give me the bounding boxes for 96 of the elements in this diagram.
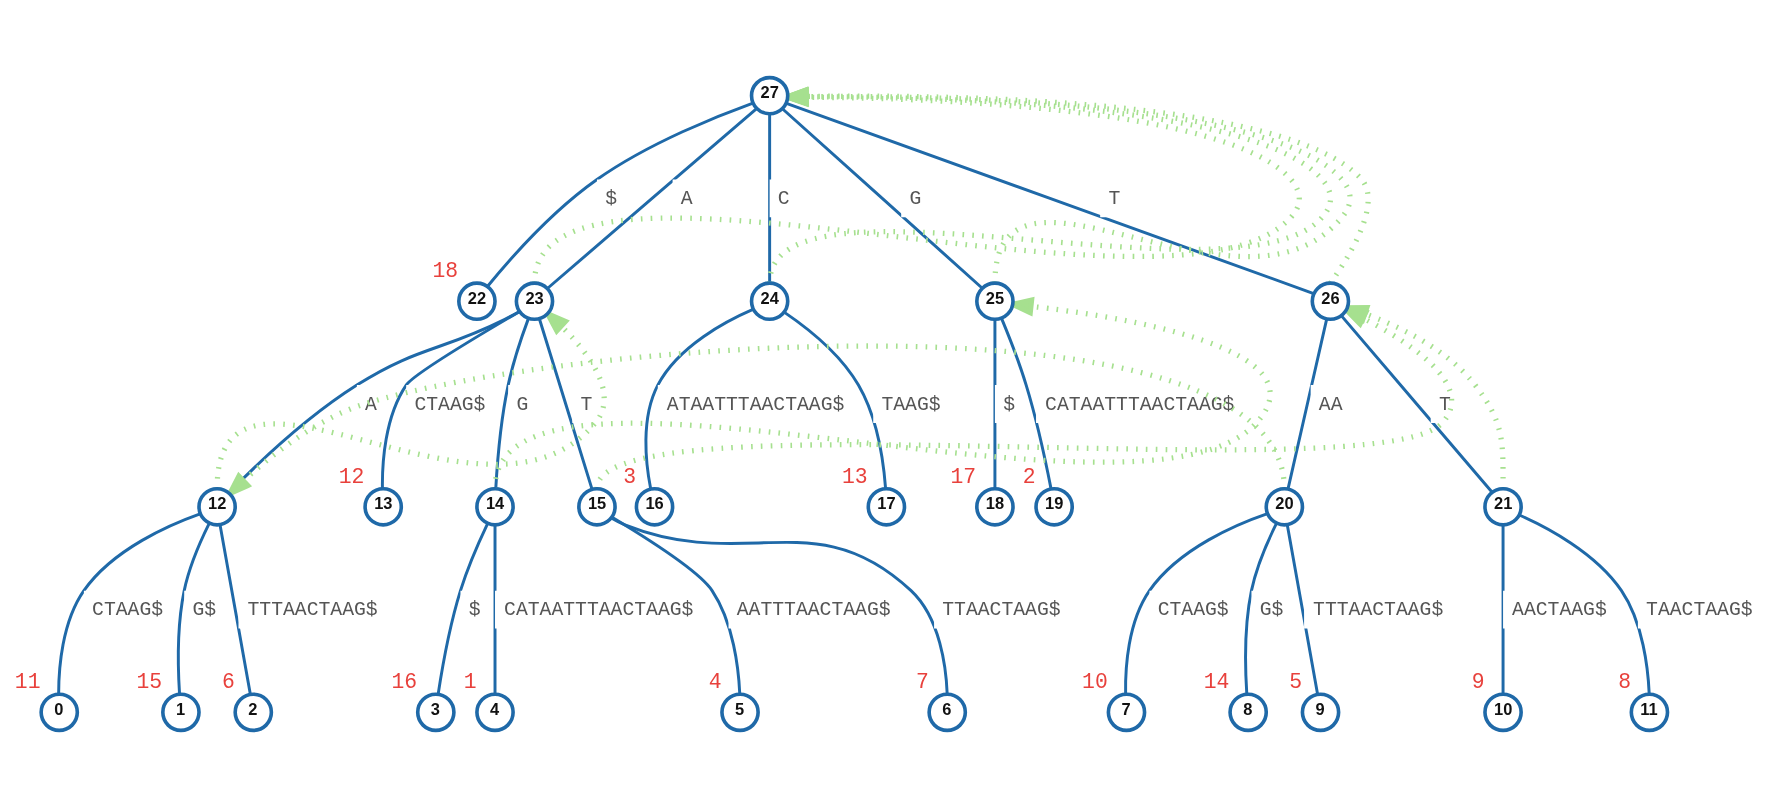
edge-label: TTTAACTAAG$ xyxy=(1313,598,1444,621)
node-label: 18 xyxy=(432,258,459,283)
edge-label: G$ xyxy=(192,598,217,621)
connector xyxy=(1244,522,1278,694)
connector xyxy=(57,512,201,694)
node-circle: 3 xyxy=(415,691,456,732)
edge-label: T xyxy=(580,393,593,416)
edge-label: T xyxy=(1108,187,1121,210)
edge-label: TAAG$ xyxy=(881,393,941,416)
node-circle: 4 xyxy=(475,691,515,732)
node-label: 17 xyxy=(950,464,977,489)
arrow xyxy=(492,296,1272,490)
node-circle: 1 xyxy=(161,691,201,732)
connector xyxy=(546,107,758,289)
edge-label: C xyxy=(777,187,790,210)
edge-label: TTAACTAAG$ xyxy=(942,598,1061,621)
node-label: 6 xyxy=(222,669,235,694)
connector xyxy=(1519,513,1651,694)
connector xyxy=(380,309,521,488)
node-label: 11 xyxy=(14,669,41,694)
edge-label: $ xyxy=(605,187,618,210)
edge-label: CATAATTTAACTAAG$ xyxy=(1045,393,1235,416)
node-label: 13 xyxy=(841,464,868,489)
node-circle: 10 xyxy=(1483,691,1523,732)
node-circle: 13 xyxy=(363,486,404,527)
node-circle: 25 xyxy=(975,280,1015,321)
node-label: 7 xyxy=(915,669,929,694)
node-circle: 2 xyxy=(233,691,274,732)
connector xyxy=(783,310,888,489)
connector xyxy=(493,524,497,694)
node-label: 5 xyxy=(1289,669,1303,694)
edge-label: $ xyxy=(1003,393,1015,416)
edge-label: CTAAG$ xyxy=(92,598,164,621)
connector xyxy=(176,522,211,694)
node-circle: 21 xyxy=(1483,486,1523,527)
node-circle: 12 xyxy=(197,486,237,527)
edge-label: $ xyxy=(468,598,481,621)
edge-label: ATAATTTAACTAAG$ xyxy=(666,393,845,416)
edge-label: AATTTAACTAAG$ xyxy=(736,598,891,621)
node-label: 3 xyxy=(623,464,637,489)
edge-label: G xyxy=(516,393,529,416)
node-circle: 24 xyxy=(749,280,790,321)
edge-label: AACTAAG$ xyxy=(1512,598,1607,621)
edge-label: TTTAACTAAG$ xyxy=(247,598,378,621)
edge-label: TAACTAAG$ xyxy=(1646,598,1753,621)
node-circle: 22 xyxy=(457,280,497,321)
node-circle: 18 xyxy=(975,486,1015,527)
connector xyxy=(768,113,772,283)
node-circle: 17 xyxy=(866,486,907,527)
node-label: 9 xyxy=(1471,669,1485,694)
edge-label: A xyxy=(365,393,377,416)
node-label: 4 xyxy=(708,669,722,694)
node-circle: 15 xyxy=(577,486,617,527)
edge-label: AA xyxy=(1318,393,1343,416)
connector xyxy=(218,524,252,695)
connector xyxy=(1286,318,1329,489)
connector xyxy=(993,318,997,488)
node-circle: 0 xyxy=(39,691,80,732)
node-circle: 26 xyxy=(1310,280,1351,321)
node-circle: 5 xyxy=(720,691,760,732)
edge-label: CTAAG$ xyxy=(414,393,486,416)
node-circle: 19 xyxy=(1034,486,1074,527)
node-circle: 27 xyxy=(749,75,790,116)
connector xyxy=(610,516,949,694)
connector xyxy=(486,101,754,287)
connector xyxy=(494,317,530,489)
node-circle: 9 xyxy=(1300,691,1341,732)
node-circle: 11 xyxy=(1629,691,1670,732)
connector xyxy=(436,522,489,694)
node-circle: 20 xyxy=(1264,486,1305,527)
node-circle: 6 xyxy=(927,691,968,732)
node-circle: 7 xyxy=(1106,691,1147,732)
connector xyxy=(1000,317,1053,489)
edge-label: T xyxy=(1438,393,1451,416)
node-label: 2 xyxy=(1022,464,1036,489)
node-label: 8 xyxy=(1618,669,1631,694)
node-label: 10 xyxy=(1082,669,1108,694)
connector xyxy=(537,317,594,490)
node-label: 16 xyxy=(391,669,418,694)
node-circle: 23 xyxy=(514,280,555,321)
edge-label: CTAAG$ xyxy=(1157,598,1229,621)
connector xyxy=(1501,524,1505,694)
edge-label: G xyxy=(909,187,922,210)
node-label: 14 xyxy=(1203,669,1230,694)
connector xyxy=(781,107,984,289)
connector xyxy=(1285,524,1320,695)
edge-label: G$ xyxy=(1259,598,1284,621)
edge-label: CATAATTTAACTAAG$ xyxy=(504,598,694,621)
node-label: 15 xyxy=(136,669,163,694)
node-circle: 16 xyxy=(634,486,675,527)
node-circle: 14 xyxy=(475,486,515,527)
node-label: 12 xyxy=(338,464,365,489)
edge-label: A xyxy=(680,187,693,210)
node-label: 1 xyxy=(463,669,477,694)
connector xyxy=(644,307,754,489)
node-circle: 8 xyxy=(1228,691,1269,732)
